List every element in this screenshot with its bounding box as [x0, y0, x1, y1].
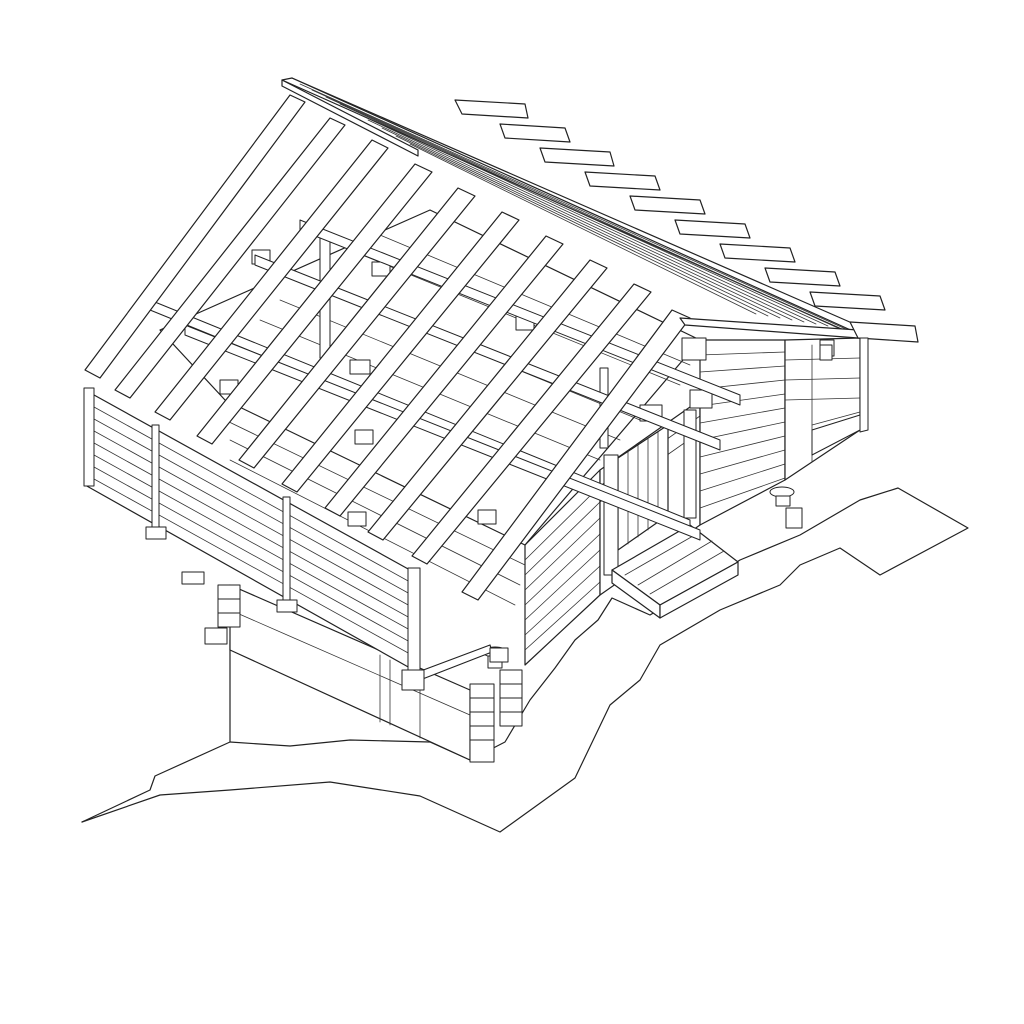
entry-step	[611, 524, 739, 619]
eave-details	[819, 337, 869, 433]
roof-frame	[84, 94, 835, 663]
rafter-tails	[454, 99, 919, 343]
roof-sheathing	[281, 77, 919, 343]
foundation	[181, 486, 803, 763]
balcony-railing	[83, 387, 425, 691]
stone-pier-front	[469, 669, 523, 763]
terrain	[81, 487, 969, 833]
stone-pier-left	[181, 571, 241, 645]
rafters	[84, 94, 691, 601]
